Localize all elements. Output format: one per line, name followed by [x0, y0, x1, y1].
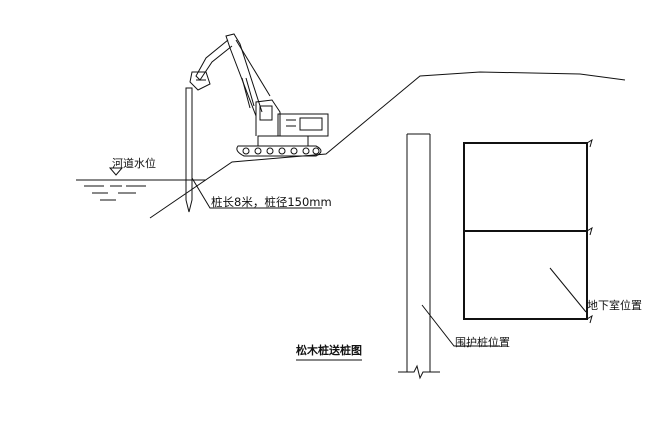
basement-leader-line	[549, 267, 587, 313]
basement-label: 地下室位置	[587, 299, 642, 312]
timber-pile	[185, 87, 193, 213]
water-level-symbol	[108, 167, 124, 176]
guard-pile	[398, 133, 440, 380]
water-hatch-lines	[84, 185, 146, 201]
water-level-label: 河道水位	[112, 157, 156, 170]
figure-title: 松木桩送桩图	[296, 344, 362, 357]
excavator	[189, 33, 329, 157]
ground-profile	[149, 71, 626, 219]
basement-outline	[463, 138, 593, 324]
guard-pile-leader-line	[421, 304, 500, 347]
pile-spec-label: 桩长8米，桩径150mm	[211, 195, 332, 209]
pile-leader-line	[191, 177, 322, 209]
guard-pile-label: 围护桩位置	[455, 336, 510, 349]
